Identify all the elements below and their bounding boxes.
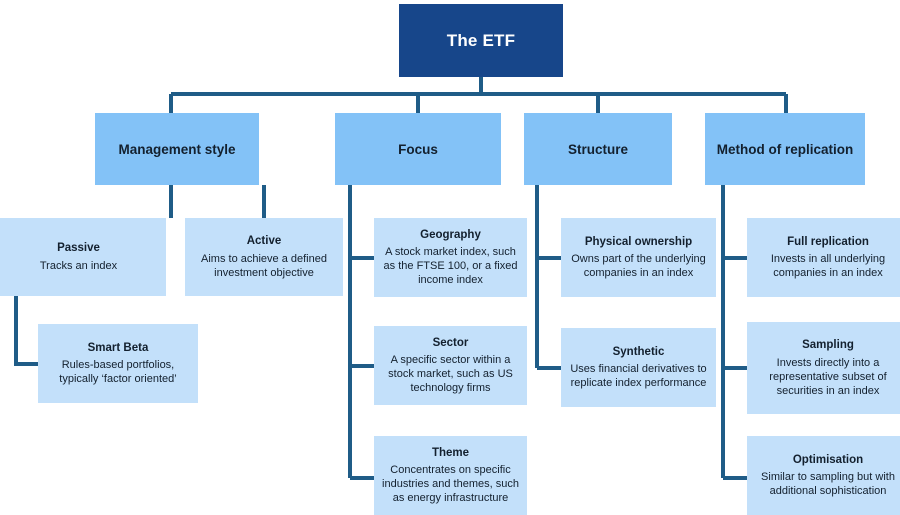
node-title: Optimisation: [792, 453, 864, 466]
node-structure[interactable]: Structure: [524, 113, 672, 185]
node-title: The ETF: [446, 30, 516, 50]
node-title: Theme: [431, 446, 470, 459]
node-title: Synthetic: [612, 345, 665, 358]
node-sector[interactable]: Sector A specific sector within a stock …: [374, 326, 527, 405]
node-title: Physical ownership: [584, 235, 693, 248]
node-theme[interactable]: Theme Concentrates on specific industrie…: [374, 436, 527, 515]
node-method-of-replication[interactable]: Method of replication: [705, 113, 865, 185]
node-geography[interactable]: Geography A stock market index, such as …: [374, 218, 527, 297]
node-optimisation[interactable]: Optimisation Similar to sampling but wit…: [747, 436, 900, 515]
node-description: Invests in all underlying companies in a…: [770, 253, 886, 280]
node-description: Uses financial derivatives to replicate …: [570, 363, 707, 390]
node-description: Owns part of the underlying companies in…: [571, 253, 706, 280]
node-the-etf[interactable]: The ETF: [399, 4, 563, 77]
node-smart-beta[interactable]: Smart Beta Rules-based portfolios, typic…: [38, 324, 198, 403]
node-description: A stock market index, such as the FTSE 1…: [383, 246, 518, 287]
node-title: Full replication: [787, 235, 869, 248]
node-sampling[interactable]: Sampling Invests directly into a represe…: [747, 322, 900, 414]
node-title: Sampling: [802, 339, 854, 352]
node-management-style[interactable]: Management style: [95, 113, 259, 185]
node-full-replication[interactable]: Full replication Invests in all underlyi…: [747, 218, 900, 297]
node-description: Similar to sampling but with additional …: [761, 471, 895, 498]
node-description: Tracks an index: [39, 259, 118, 272]
node-description: A specific sector within a stock market,…: [388, 354, 513, 395]
node-title: Structure: [567, 141, 628, 157]
node-synthetic[interactable]: Synthetic Uses financial derivatives to …: [561, 328, 716, 407]
connector-passive-to-smart-beta: [14, 296, 38, 366]
node-description: Invests directly into a representative s…: [769, 356, 887, 397]
node-title: Passive: [57, 242, 100, 255]
node-description: Rules-based portfolios, typically ‘facto…: [59, 359, 177, 386]
node-title: Smart Beta: [87, 341, 149, 354]
node-title: Sector: [432, 336, 469, 349]
node-title: Management style: [118, 141, 236, 157]
node-title: Focus: [398, 141, 438, 157]
node-description: Aims to achieve a defined investment obj…: [201, 252, 327, 279]
node-physical-ownership[interactable]: Physical ownership Owns part of the unde…: [561, 218, 716, 297]
node-title: Active: [246, 235, 282, 248]
node-passive[interactable]: Passive Tracks an index: [0, 218, 166, 296]
node-active[interactable]: Active Aims to achieve a defined investm…: [185, 218, 343, 296]
node-focus[interactable]: Focus: [335, 113, 501, 185]
node-title: Geography: [420, 228, 481, 241]
node-description: Concentrates on specific industries and …: [382, 464, 519, 505]
node-title: Method of replication: [716, 141, 854, 157]
